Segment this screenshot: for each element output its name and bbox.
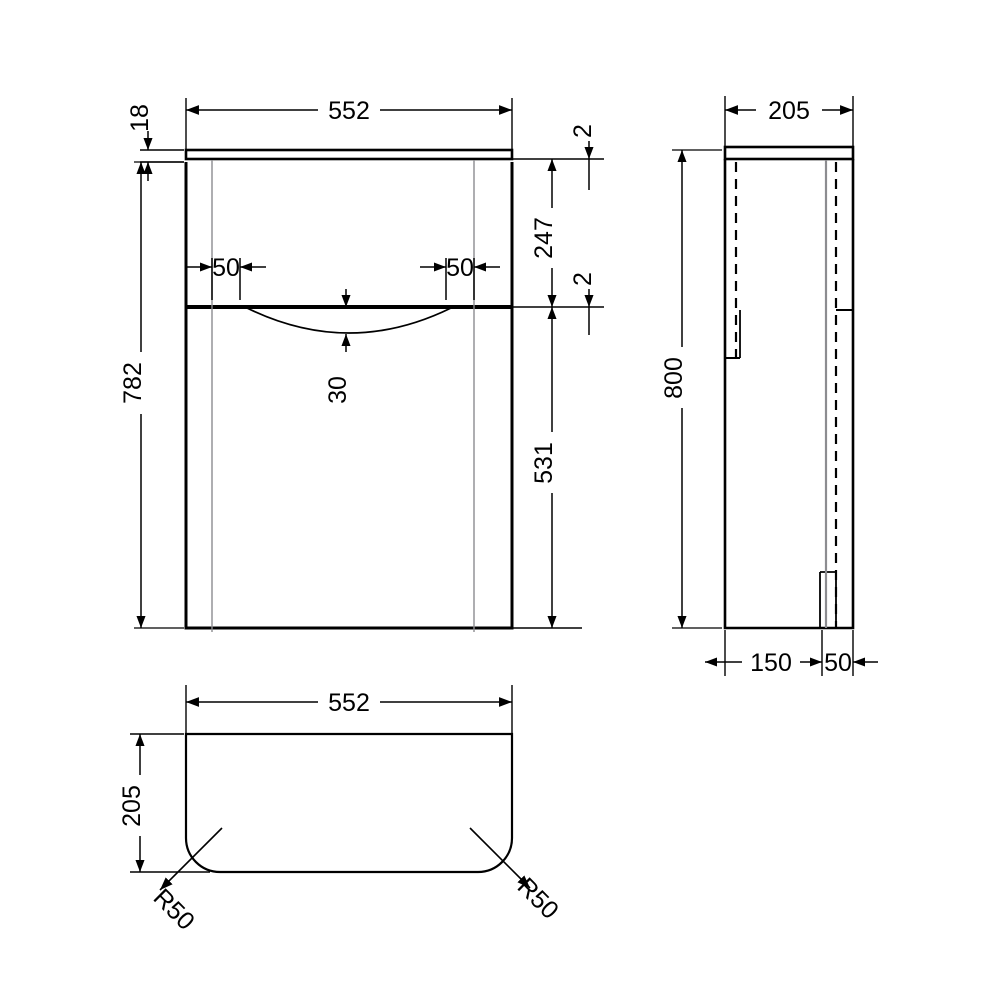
dim-label-plan-width: 552 xyxy=(328,689,370,717)
front-basin-curve xyxy=(246,307,452,334)
dim-label-front-gap-mid: 2 xyxy=(569,272,597,286)
dim-label-side-50: 50 xyxy=(824,649,852,677)
dim-plan-width: 552 xyxy=(185,685,513,738)
side-body-outline xyxy=(723,159,855,630)
dim-front-right-50: 50 xyxy=(420,254,500,300)
side-top-panel xyxy=(723,145,855,161)
side-notch-bottom xyxy=(820,571,837,628)
front-cabinet-outline xyxy=(184,162,514,630)
dim-front-left-50: 50 xyxy=(186,254,266,300)
dim-label-front-width: 552 xyxy=(328,97,370,125)
dim-label-plan-r50-left: R50 xyxy=(148,883,200,935)
dim-side-height: 800 xyxy=(660,149,722,629)
dim-front-top-thickness: 18 xyxy=(126,104,184,181)
dim-front-total-height: 782 xyxy=(119,161,184,629)
plan-outline xyxy=(184,732,514,874)
dim-label-front-right-50: 50 xyxy=(446,254,474,282)
dim-label-side-depth: 205 xyxy=(768,97,810,125)
dim-label-front-total-height: 782 xyxy=(119,362,147,404)
dim-front-basin-sag: 30 xyxy=(324,289,352,404)
plan-r50-leader-right xyxy=(469,827,531,889)
dim-front-right-stack: 2 247 2 531 xyxy=(512,124,604,629)
dim-label-plan-depth: 205 xyxy=(118,785,146,827)
plan-r50-leader-left xyxy=(159,827,223,891)
dim-label-plan-r50-right: R50 xyxy=(512,872,564,924)
front-top-panel xyxy=(184,148,514,161)
side-view-group: 205 800 150 5 xyxy=(660,96,878,677)
dim-side-bottom: 150 50 xyxy=(705,630,878,677)
dim-label-side-150: 150 xyxy=(750,649,792,677)
dim-label-front-drawer: 247 xyxy=(530,217,558,259)
dim-label-front-gap-top: 2 xyxy=(569,124,597,138)
dim-label-front-left-50: 50 xyxy=(212,254,240,282)
dim-side-depth: 205 xyxy=(724,96,854,152)
dim-front-width: 552 xyxy=(185,97,513,155)
dim-label-front-door: 531 xyxy=(530,442,558,484)
dim-label-side-height: 800 xyxy=(660,357,688,399)
plan-view-group: R50 R50 552 205 xyxy=(118,685,564,936)
dim-label-front-basin-sag: 30 xyxy=(324,376,352,404)
dim-label-front-top-thickness: 18 xyxy=(126,104,154,132)
front-view-group: 552 18 782 xyxy=(119,97,604,632)
dim-plan-depth: 205 xyxy=(118,733,210,873)
